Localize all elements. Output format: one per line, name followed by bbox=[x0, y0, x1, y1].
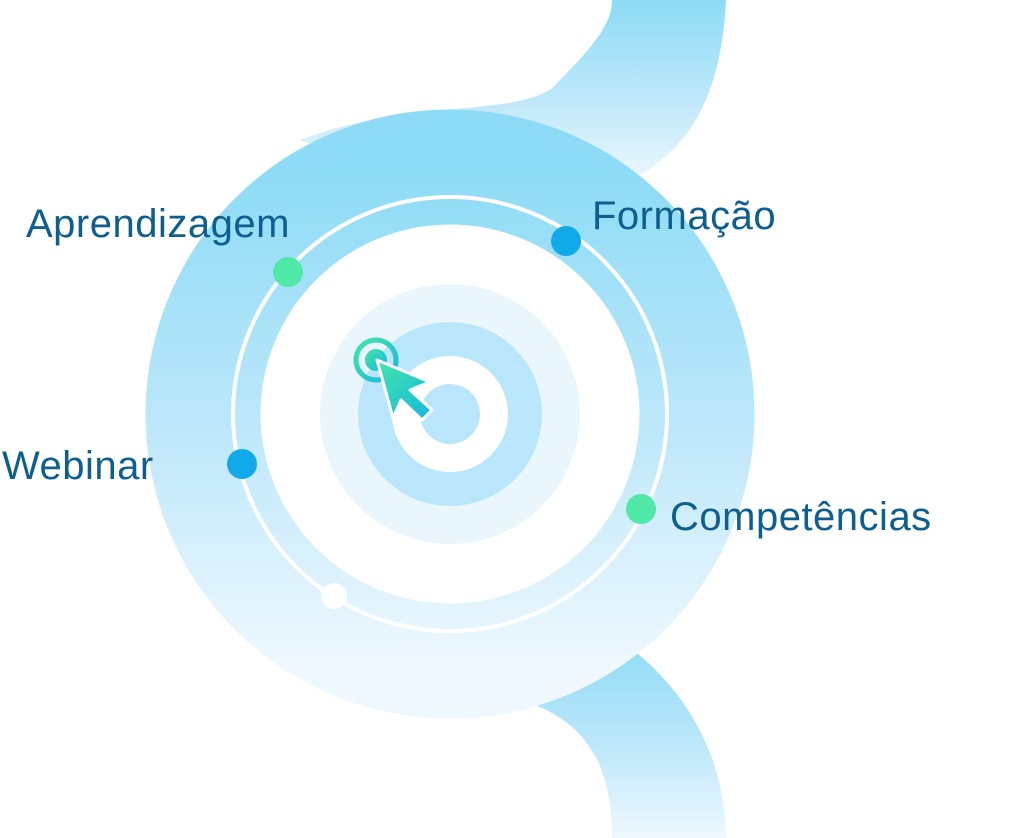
dot-empty bbox=[321, 583, 347, 609]
dot-competencias[interactable] bbox=[626, 494, 656, 524]
label-webinar: Webinar bbox=[2, 444, 154, 488]
orbit-line bbox=[231, 195, 669, 633]
inner-ring-5 bbox=[420, 384, 480, 444]
label-formacao: Formação bbox=[592, 194, 777, 238]
label-competencias: Competências bbox=[670, 495, 932, 539]
label-aprendizagem: Aprendizagem bbox=[26, 202, 290, 246]
dot-formacao[interactable] bbox=[551, 226, 581, 256]
flow-path-top bbox=[300, 0, 726, 185]
outer-band bbox=[145, 109, 755, 719]
dot-webinar[interactable] bbox=[227, 449, 257, 479]
dot-aprendizagem[interactable] bbox=[273, 257, 303, 287]
cursor-click-icon bbox=[353, 337, 434, 422]
flow-path-bottom bbox=[360, 640, 726, 838]
